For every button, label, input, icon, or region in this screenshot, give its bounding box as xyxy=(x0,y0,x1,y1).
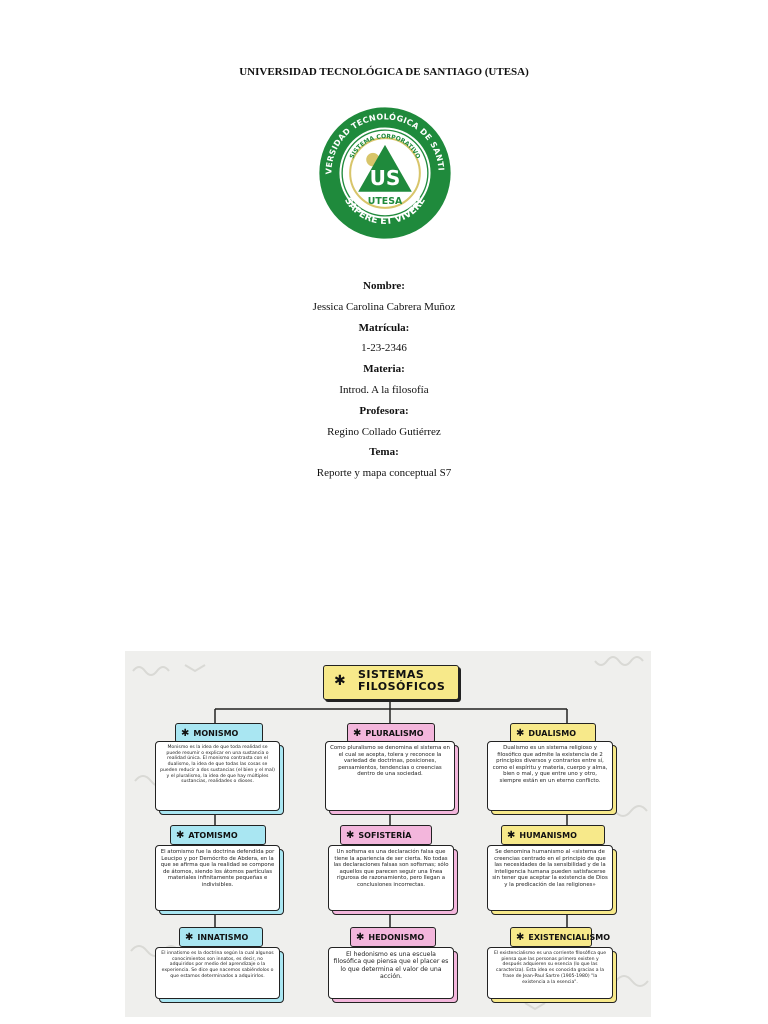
asterisk-icon: ✱ xyxy=(356,931,365,943)
tag-atomismo: ✱ATOMISMO xyxy=(170,825,266,845)
connector-lines xyxy=(214,700,568,927)
card-text: El existencialismo es una corriente filo… xyxy=(487,947,613,999)
asterisk-icon: ✱ xyxy=(334,673,346,689)
subject-value: Introd. A la filosofía xyxy=(339,383,429,396)
card-text: El innatismo es la doctrina según la cua… xyxy=(155,947,280,999)
map-title: SISTEMAS FILOSÓFICOS xyxy=(358,669,445,693)
map-title-line-1: SISTEMAS xyxy=(358,668,425,681)
name-label: Nombre: xyxy=(363,280,405,292)
card-text: El hedonismo es una escuela filosófica q… xyxy=(328,947,454,999)
tag-humanismo: ✱HUMANISMO xyxy=(501,825,605,845)
card-text: Como pluralismo se denomina el sistema e… xyxy=(325,741,455,811)
utesa-logo: UNIVERSIDAD TECNOLÓGICA DE SANTIAGO SAPE… xyxy=(318,106,451,239)
card-text: Monismo es la idea de que toda realidad … xyxy=(155,741,280,811)
map-title-box: ✱ SISTEMAS FILOSÓFICOS xyxy=(323,665,459,700)
asterisk-icon: ✱ xyxy=(353,727,362,739)
subject-label: Materia: xyxy=(363,363,405,376)
card-text: Un sofisma es una declaración falsa que … xyxy=(328,845,454,911)
asterisk-icon: ✱ xyxy=(185,931,194,943)
card-sofisteria: Un sofisma es una declaración falsa que … xyxy=(328,845,458,915)
student-info: Nombre: Jessica Carolina Cabrera Muñoz M… xyxy=(0,276,768,484)
asterisk-icon: ✱ xyxy=(181,727,190,739)
tag-innatismo: ✱INNATISMO xyxy=(179,927,263,947)
map-title-line-2: FILOSÓFICOS xyxy=(358,680,446,693)
asterisk-icon: ✱ xyxy=(516,931,525,943)
tag-monismo: ✱MONISMO xyxy=(175,723,263,743)
id-label: Matrícula: xyxy=(358,321,410,334)
card-text: Se denomina humanismo al «sistema de cre… xyxy=(487,845,613,911)
asterisk-icon: ✱ xyxy=(346,829,355,841)
asterisk-icon: ✱ xyxy=(176,829,185,841)
svg-text:UTESA: UTESA xyxy=(368,196,403,207)
card-innatismo: El innatismo es la doctrina según la cua… xyxy=(155,947,284,1003)
card-text: El atomismo fue la doctrina defendida po… xyxy=(155,845,280,911)
topic-value: Reporte y mapa conceptual S7 xyxy=(316,467,452,480)
card-existencialismo: El existencialismo es una corriente filo… xyxy=(487,947,617,1003)
tag-pluralismo: ✱PLURALISMO xyxy=(347,723,435,743)
teacher-value: Regino Collado Gutiérrez xyxy=(327,425,441,438)
svg-text:US: US xyxy=(370,166,401,190)
card-atomismo: El atomismo fue la doctrina defendida po… xyxy=(155,845,284,915)
page-title: UNIVERSIDAD TECNOLÓGICA DE SANTIAGO (UTE… xyxy=(239,66,529,78)
teacher-label: Profesora: xyxy=(359,404,409,417)
asterisk-icon: ✱ xyxy=(507,829,516,841)
asterisk-icon: ✱ xyxy=(516,727,525,739)
tag-existencialismo: ✱EXISTENCIALISMO xyxy=(510,927,610,947)
tag-sofisteria: ✱SOFISTERÍA xyxy=(340,825,432,845)
name-value: Jessica Carolina Cabrera Muñoz xyxy=(312,300,456,313)
concept-map: ✱ SISTEMAS FILOSÓFICOS ✱MONISMO Monismo … xyxy=(125,651,651,1017)
card-text: Dualismo es un sistema religioso y filos… xyxy=(487,741,613,811)
card-humanismo: Se denomina humanismo al «sistema de cre… xyxy=(487,845,617,915)
card-hedonismo: El hedonismo es una escuela filosófica q… xyxy=(328,947,458,1003)
card-pluralismo: Como pluralismo se denomina el sistema e… xyxy=(325,741,459,815)
tag-dualismo: ✱DUALISMO xyxy=(510,723,596,743)
card-monismo: Monismo es la idea de que toda realidad … xyxy=(155,741,284,815)
card-dualismo: Dualismo es un sistema religioso y filos… xyxy=(487,741,617,815)
tag-hedonismo: ✱HEDONISMO xyxy=(350,927,436,947)
topic-label: Tema: xyxy=(369,446,399,459)
id-value: 1-23-2346 xyxy=(361,342,407,355)
